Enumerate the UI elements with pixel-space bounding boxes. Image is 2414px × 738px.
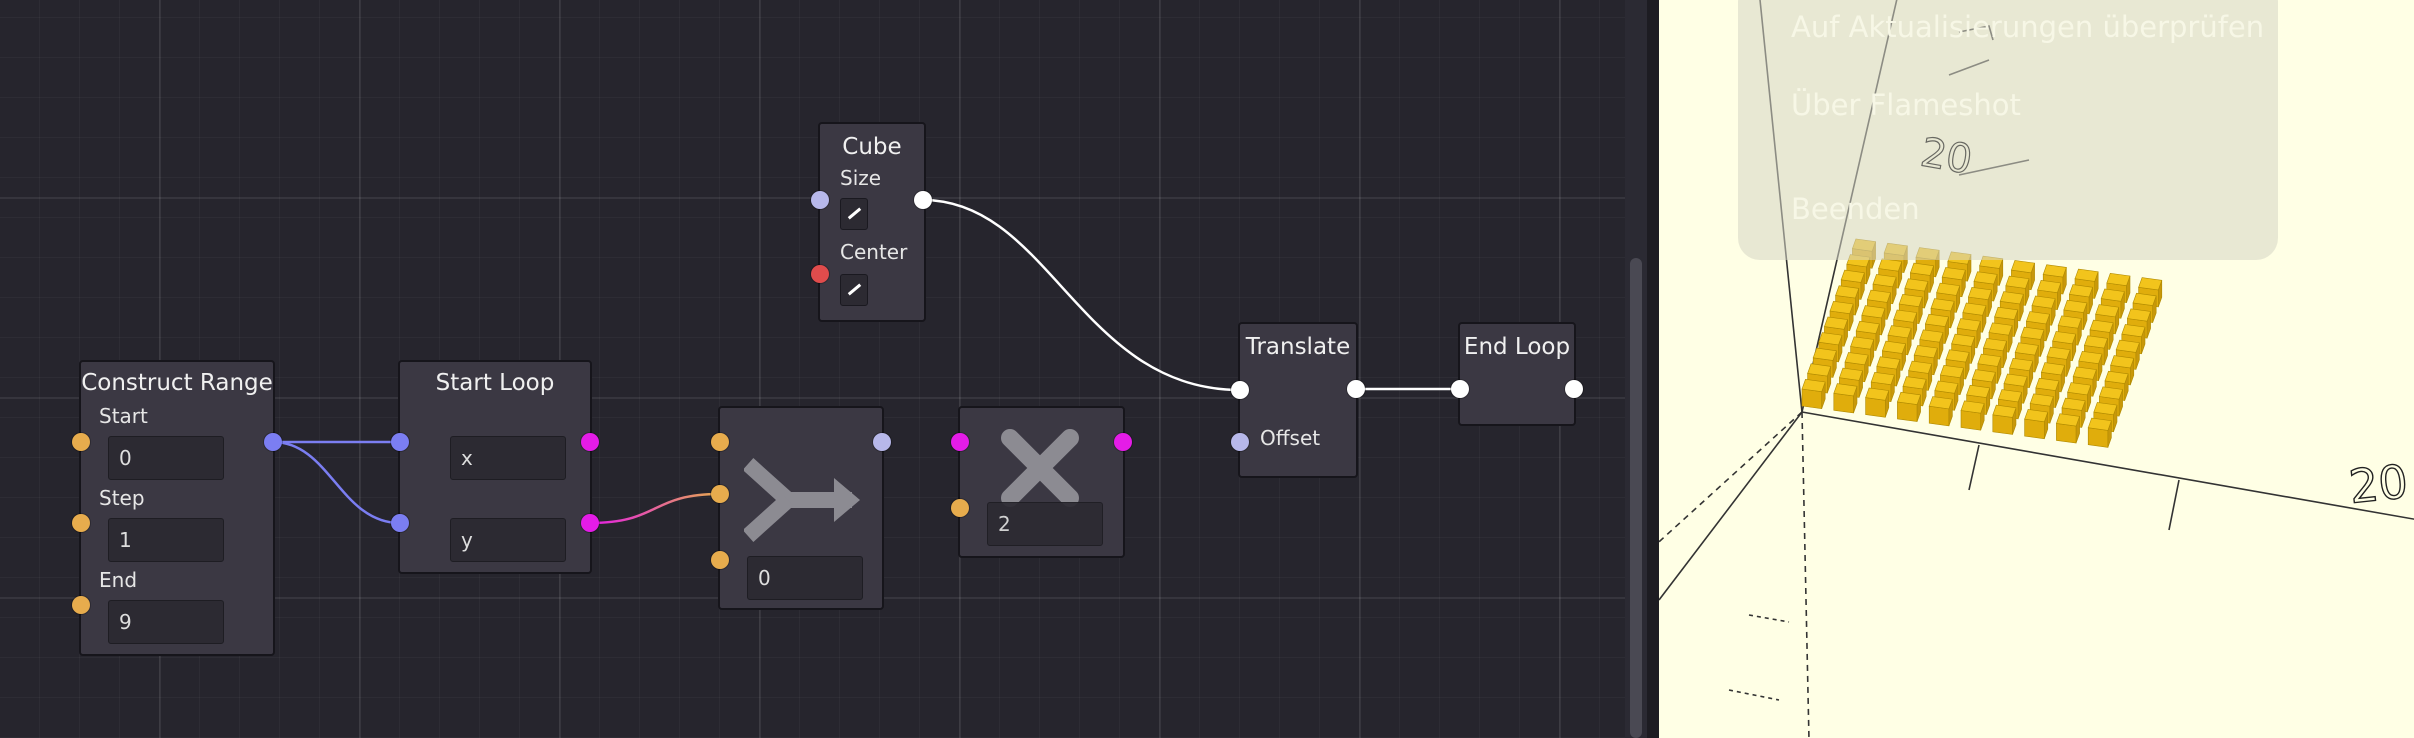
range-start-port[interactable]: [72, 433, 90, 451]
cube-instance: [2087, 417, 2112, 448]
start-label: Start: [99, 404, 148, 428]
node-title: Cube: [842, 134, 902, 160]
node-title: Construct Range: [81, 370, 273, 396]
axis-right: [1801, 411, 2414, 520]
multiply-input-2-port[interactable]: [951, 499, 969, 517]
loop-x-output-port[interactable]: [581, 433, 599, 451]
range-output-port[interactable]: [264, 433, 282, 451]
translate-output-port[interactable]: [1347, 380, 1365, 398]
menu-item-about[interactable]: Über Flameshot: [1791, 88, 2021, 122]
size-label: Size: [840, 166, 882, 190]
range-step-port[interactable]: [72, 514, 90, 532]
merge-input-1-port[interactable]: [711, 433, 729, 451]
scrollbar-thumb[interactable]: [1630, 258, 1642, 738]
range-end-port[interactable]: [72, 596, 90, 614]
start-loop-node[interactable]: Start Loop x y: [398, 360, 592, 574]
cube-center-input-port[interactable]: [811, 265, 829, 283]
menu-item-quit[interactable]: Beenden: [1791, 192, 1920, 226]
axis-front-dashed: [1801, 411, 1810, 738]
node-editor-canvas[interactable]: Construct Range Start 0 Step 1 End 9 Sta…: [0, 0, 1625, 738]
cube-size-input-port[interactable]: [811, 191, 829, 209]
merge-input-3-port[interactable]: [711, 551, 729, 569]
panel-splitter[interactable]: [1647, 0, 1659, 738]
offset-label: Offset: [1260, 426, 1321, 450]
merge-output-port[interactable]: [873, 433, 891, 451]
merge-arrow-icon: [744, 458, 860, 542]
cube-node[interactable]: Cube Size Center: [818, 122, 926, 322]
end-field[interactable]: 9: [108, 600, 224, 644]
multiply-output-port[interactable]: [1114, 433, 1132, 451]
multiply-icon: [1001, 429, 1079, 507]
wire-range-y[interactable]: [272, 440, 401, 525]
cube-instance: [1928, 396, 1953, 427]
step-label: Step: [99, 486, 145, 510]
center-edit-button[interactable]: [840, 274, 868, 306]
editor-vertical-scrollbar[interactable]: [1625, 0, 1647, 738]
node-title: End Loop: [1463, 334, 1571, 360]
loop-y-output-port[interactable]: [581, 514, 599, 532]
menu-item-check-updates[interactable]: Auf Aktualisierungen überprüfen: [1791, 10, 2265, 44]
merge-value-field[interactable]: 0: [747, 556, 863, 600]
end-loop-node[interactable]: End Loop: [1458, 322, 1576, 426]
cube-instance: [1833, 383, 1858, 414]
multiply-value-field[interactable]: 2: [987, 502, 1103, 546]
start-field[interactable]: 0: [108, 436, 224, 480]
center-label: Center: [840, 240, 908, 264]
multiply-node[interactable]: 2: [958, 406, 1125, 558]
x-output-field[interactable]: x: [450, 436, 566, 480]
step-field[interactable]: 1: [108, 518, 224, 562]
wire-y-merge[interactable]: [589, 492, 721, 525]
multiply-input-1-port[interactable]: [951, 433, 969, 451]
translate-offset-input-port[interactable]: [1231, 433, 1249, 451]
loop-x-input-port[interactable]: [391, 433, 409, 451]
merge-node[interactable]: 0: [718, 406, 884, 610]
cube-instance: [1960, 400, 1985, 431]
cube-instance: [1801, 378, 1826, 410]
node-title: Start Loop: [435, 370, 555, 396]
tray-context-menu: [1738, 0, 2278, 260]
cube-array-model: [1801, 238, 2163, 448]
connection-wires: [272, 198, 1460, 525]
cube-output-port[interactable]: [914, 191, 932, 209]
translate-node[interactable]: Translate Offset: [1238, 322, 1358, 478]
wire-cube-translate[interactable]: [922, 198, 1241, 392]
endloop-input-port[interactable]: [1451, 380, 1469, 398]
cube-instance: [1896, 391, 1921, 422]
construct-range-node[interactable]: Construct Range Start 0 Step 1 End 9: [79, 360, 275, 656]
translate-shape-input-port[interactable]: [1231, 381, 1249, 399]
y-output-field[interactable]: y: [450, 518, 566, 562]
3d-viewport[interactable]: Auf Aktualisierungen überprüfen Über Fla…: [1659, 0, 2414, 738]
loop-y-input-port[interactable]: [391, 514, 409, 532]
size-edit-button[interactable]: [840, 198, 868, 230]
cube-instance: [1865, 387, 1890, 418]
node-title: Translate: [1245, 334, 1351, 360]
axis-left: [1659, 411, 1803, 601]
cube-instance: [2024, 409, 2049, 440]
cube-instance: [1992, 404, 2017, 435]
axis-left-dashed: [1659, 411, 1803, 543]
end-label: End: [99, 568, 138, 592]
merge-input-2-port[interactable]: [711, 485, 729, 503]
endloop-output-port[interactable]: [1565, 380, 1583, 398]
cube-instance: [2055, 413, 2080, 444]
